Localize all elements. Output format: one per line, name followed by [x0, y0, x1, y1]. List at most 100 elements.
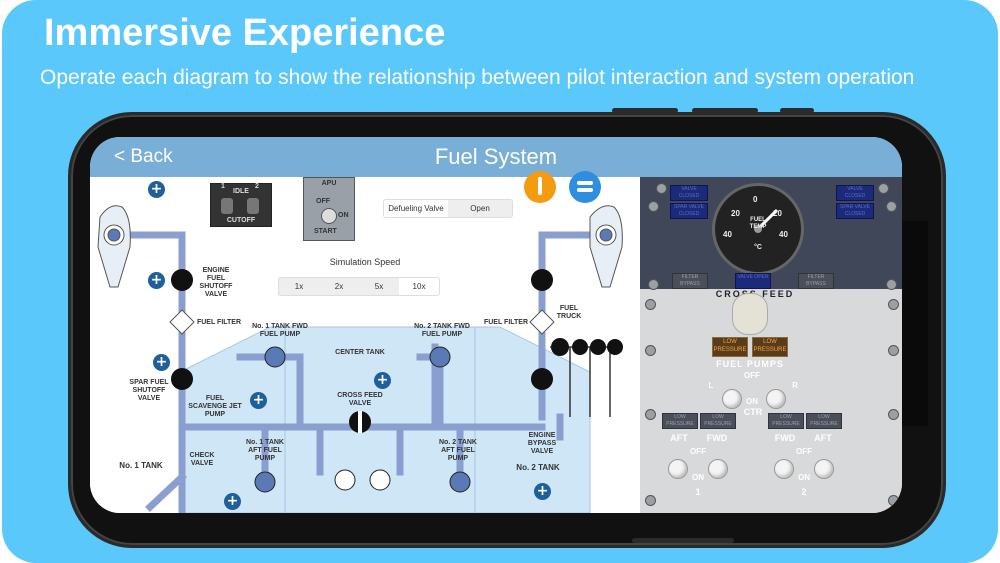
aft-1-label: AFT: [670, 433, 688, 443]
panel-screw: [878, 183, 889, 194]
panel-screw: [886, 279, 897, 290]
fuel-control-panel: VALVE CLOSED SPAR VALVE CLOSED VALVE CLO…: [640, 177, 902, 513]
add-icon[interactable]: +: [153, 354, 170, 371]
pump-1-off-label: OFF: [690, 447, 706, 456]
apu-knob[interactable]: [321, 208, 337, 224]
gauge-tick-20-right: 20: [773, 209, 782, 218]
fuel-filter-left-label: FUEL FILTER: [196, 319, 242, 326]
phone-mute-switch: [780, 108, 814, 113]
fuel-filter-right-label: FUEL FILTER: [483, 319, 529, 326]
switch-number-1: 1: [221, 183, 225, 190]
fwd-1-label: FWD: [706, 433, 728, 443]
no1-tank-aft-pump-label: No. 1 TANK AFT FUEL PUMP: [246, 439, 284, 462]
fuel-filters: [169, 309, 555, 335]
fuel-diagram-svg: [97, 205, 623, 513]
center-pump-r-label: R: [792, 381, 798, 390]
gauge-unit-label: °C: [754, 244, 762, 251]
engine-fuel-shutoff-label: ENGINE FUEL SHUTOFF VALVE: [199, 267, 233, 298]
fwd-2-label: FWD: [774, 433, 796, 443]
panel-screw: [648, 201, 659, 212]
gauge-tick-20-left: 20: [731, 209, 740, 218]
add-icon[interactable]: +: [148, 181, 165, 198]
fwd-pump-1-toggle[interactable]: [708, 459, 728, 479]
orange-info-button[interactable]: [524, 171, 556, 203]
switch-number-2: 2: [255, 183, 259, 190]
spar-valve-closed-right-indicator: SPAR VALVE CLOSED: [836, 203, 874, 219]
apu-off-label: OFF: [316, 198, 330, 205]
defueling-valve-value[interactable]: Open: [470, 204, 490, 213]
cutoff-lever-2[interactable]: [247, 198, 259, 214]
add-icon[interactable]: +: [374, 372, 391, 389]
cutoff-label: CUTOFF: [226, 217, 256, 224]
apu-switch[interactable]: APU OFF ON START: [303, 177, 355, 241]
low-pressure-aft-1-indicator: LOW PRESSURE: [662, 413, 698, 429]
aft-pump-2-toggle[interactable]: [814, 459, 834, 479]
low-pressure-fwd-2-indicator: LOW PRESSURE: [768, 413, 804, 429]
panel-screw: [645, 409, 656, 420]
promo-subline: Operate each diagram to show the relatio…: [40, 66, 915, 89]
view-toggle-button[interactable]: [569, 171, 601, 203]
engine-left: [97, 205, 131, 288]
app-screen: < Back Fuel System: [90, 137, 902, 513]
center-pumps-off-label: OFF: [744, 371, 760, 380]
fuel-truck-label: FUEL TRUCK: [556, 305, 582, 320]
engine-fuel-shutoff-valves: [171, 269, 553, 390]
valve-closed-left-indicator: VALVE CLOSED: [670, 185, 708, 201]
panel-screw: [645, 345, 656, 356]
gauge-needle-svg: [754, 208, 779, 233]
center-pump-r-toggle[interactable]: [766, 389, 786, 409]
low-pressure-indicator: LOW PRESSURE: [712, 337, 748, 357]
fuel-temp-gauge: FUEL TEMP 0 20 40 20 40 °C: [712, 183, 804, 275]
phone-volume-up-button: [612, 108, 678, 113]
center-pump-l-label: L: [708, 381, 714, 390]
low-pressure-aft-2-indicator: LOW PRESSURE: [806, 413, 842, 429]
crossfeed-selector-knob[interactable]: [732, 293, 768, 335]
panel-screw: [888, 345, 899, 356]
valve-closed-right-indicator: VALVE CLOSED: [836, 185, 874, 201]
panel-screw: [886, 201, 897, 212]
cutoff-lever-1[interactable]: [221, 198, 233, 214]
fuel-truck-valves: [551, 338, 623, 356]
engine-right: [589, 205, 623, 288]
truck-lines: [569, 347, 611, 417]
gauge-fuel-label: FUEL: [750, 217, 766, 223]
pump-2-off-label: OFF: [796, 447, 812, 456]
back-button[interactable]: < Back: [114, 146, 173, 167]
aft-pump-1-toggle[interactable]: [668, 459, 688, 479]
add-icon[interactable]: +: [224, 493, 241, 510]
check-valve-label: CHECK VALVE: [189, 452, 215, 467]
valve-open-indicator: VALVE OPEN: [735, 273, 771, 289]
apu-on-label: ON: [338, 212, 349, 219]
phone-volume-down-button: [692, 108, 758, 113]
simulation-speed-selector: 1x 2x 5x 10x: [278, 277, 440, 296]
engine-cutoff-switch[interactable]: IDLE 1 2 CUTOFF: [210, 183, 272, 227]
pump-2-on-label: ON: [798, 473, 810, 482]
add-icon[interactable]: +: [250, 392, 267, 409]
center-tank-label: CENTER TANK: [335, 349, 385, 356]
spar-valve-closed-left-indicator: SPAR VALVE CLOSED: [670, 203, 708, 219]
gauge-temp-label: TEMP: [749, 224, 767, 230]
add-icon[interactable]: +: [148, 272, 165, 289]
promo-headline: Immersive Experience: [44, 12, 446, 54]
speed-option-2x[interactable]: 2x: [334, 282, 344, 291]
no1-tank-label: No. 1 TANK: [119, 461, 163, 470]
low-pressure-fwd-1-indicator: LOW PRESSURE: [700, 413, 736, 429]
ctr-label: CTR: [743, 407, 763, 417]
speed-option-5x[interactable]: 5x: [374, 282, 384, 291]
panel-screw: [888, 495, 899, 506]
gauge-tick-0: 0: [753, 195, 758, 204]
center-pumps-on-label: ON: [746, 397, 758, 406]
panel-screw: [888, 409, 899, 420]
center-pump-l-toggle[interactable]: [722, 389, 742, 409]
scavenge-jet-pump-label: FUEL SCAVENGE JET PUMP: [188, 395, 242, 418]
panel-screw: [656, 183, 667, 194]
gauge-needle: [756, 208, 779, 231]
speed-option-10x[interactable]: 10x: [399, 278, 439, 295]
add-icon[interactable]: +: [534, 483, 551, 500]
no1-tank-fwd-pump-label: No. 1 TANK FWD FUEL PUMP: [252, 323, 308, 338]
speed-option-1x[interactable]: 1x: [294, 282, 304, 291]
fwd-pump-2-toggle[interactable]: [774, 459, 794, 479]
apu-start-label: START: [314, 228, 337, 235]
low-pressure-indicator: LOW PRESSURE: [752, 337, 788, 357]
aft-2-label: AFT: [814, 433, 832, 443]
